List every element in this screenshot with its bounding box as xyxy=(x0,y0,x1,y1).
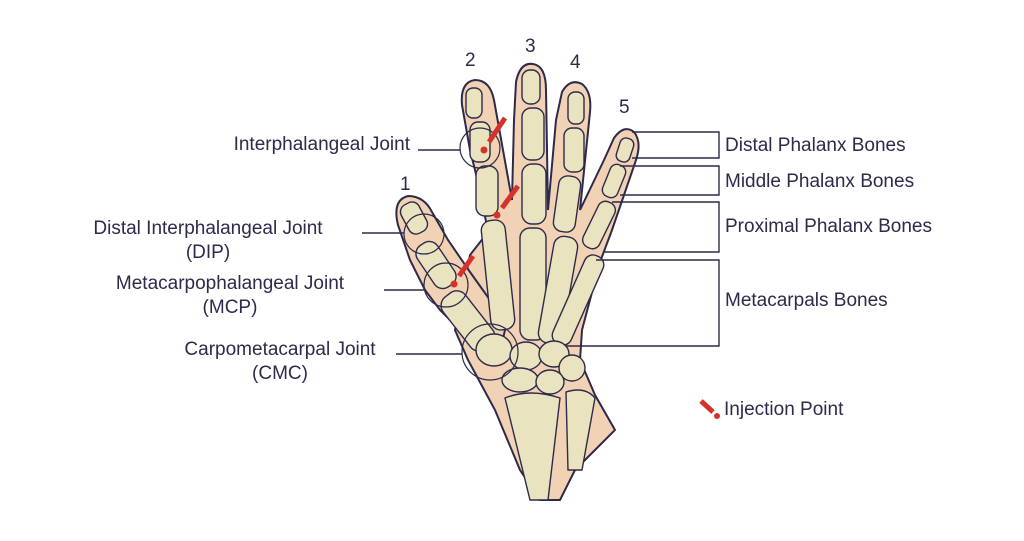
distal-phalanx-5 xyxy=(615,137,635,163)
label-dip-line1: Distal Interphalangeal Joint xyxy=(93,218,323,239)
injection-points xyxy=(450,116,521,288)
legend-injection-label: Injection Point xyxy=(724,399,844,420)
dip-joint-circle xyxy=(403,213,445,255)
radius xyxy=(504,392,561,501)
distal-phalanx-1 xyxy=(399,201,429,235)
bracket-distal xyxy=(632,131,720,159)
mcp-joint-circle xyxy=(423,262,469,308)
left-labels: Interphalangeal Joint Distal Interphalan… xyxy=(93,134,462,384)
middle-phalanx-3 xyxy=(521,107,545,161)
finger-number-2: 2 xyxy=(465,50,476,71)
finger-number-4: 4 xyxy=(570,52,581,73)
distal-phalanx-2 xyxy=(465,87,483,119)
label-cmc-line2: (CMC) xyxy=(252,363,308,384)
label-mcp-line1: Metacarpophalangeal Joint xyxy=(116,273,345,294)
legend: Injection Point xyxy=(699,399,844,420)
injection-arrow-interphalangeal xyxy=(480,116,508,154)
proximal-phalanx-3 xyxy=(521,163,547,225)
label-cmc-line1: Carpometacarpal Joint xyxy=(184,339,376,360)
proximal-phalanx-2 xyxy=(475,165,499,217)
middle-phalanx-4 xyxy=(563,127,585,173)
bones xyxy=(399,69,635,501)
bracket-middle xyxy=(620,165,720,196)
carpal-4 xyxy=(558,354,586,382)
carpal-1 xyxy=(475,333,513,367)
label-proximal-phalanx: Proximal Phalanx Bones xyxy=(725,216,932,237)
distal-phalanx-3 xyxy=(521,69,541,105)
proximal-phalanx-4 xyxy=(552,175,582,233)
label-distal-phalanx: Distal Phalanx Bones xyxy=(725,135,906,156)
finger-numbers: 1 2 3 4 5 xyxy=(400,36,630,195)
metacarpal-3 xyxy=(519,227,547,341)
proximal-phalanx-5 xyxy=(581,200,617,250)
label-metacarpals: Metacarpals Bones xyxy=(725,290,888,311)
label-middle-phalanx: Middle Phalanx Bones xyxy=(725,171,914,192)
metacarpal-2 xyxy=(480,219,516,331)
finger-number-5: 5 xyxy=(619,97,630,118)
cmc-joint-circle xyxy=(461,323,519,381)
injection-point-legend-icon xyxy=(699,399,720,419)
finger-number-3: 3 xyxy=(525,36,536,57)
distal-phalanx-4 xyxy=(567,91,585,125)
carpal-5 xyxy=(501,367,539,393)
label-mcp-line2: (MCP) xyxy=(203,297,258,318)
label-interphalangeal-joint: Interphalangeal Joint xyxy=(234,134,411,155)
middle-phalanx-5 xyxy=(601,163,627,199)
interphalangeal-joint-circle xyxy=(459,127,501,169)
injection-arrow-pip xyxy=(493,184,521,219)
carpal-6 xyxy=(535,369,565,395)
label-dip-line2: (DIP) xyxy=(186,242,230,263)
bracket-metacarpals xyxy=(566,259,720,347)
joint-circles xyxy=(403,127,519,381)
bracket-proximal xyxy=(604,201,720,253)
right-labels: Distal Phalanx Bones Middle Phalanx Bone… xyxy=(566,131,932,347)
finger-number-1: 1 xyxy=(400,174,411,195)
injection-arrow-mcp xyxy=(450,254,476,288)
ulna xyxy=(565,389,596,471)
